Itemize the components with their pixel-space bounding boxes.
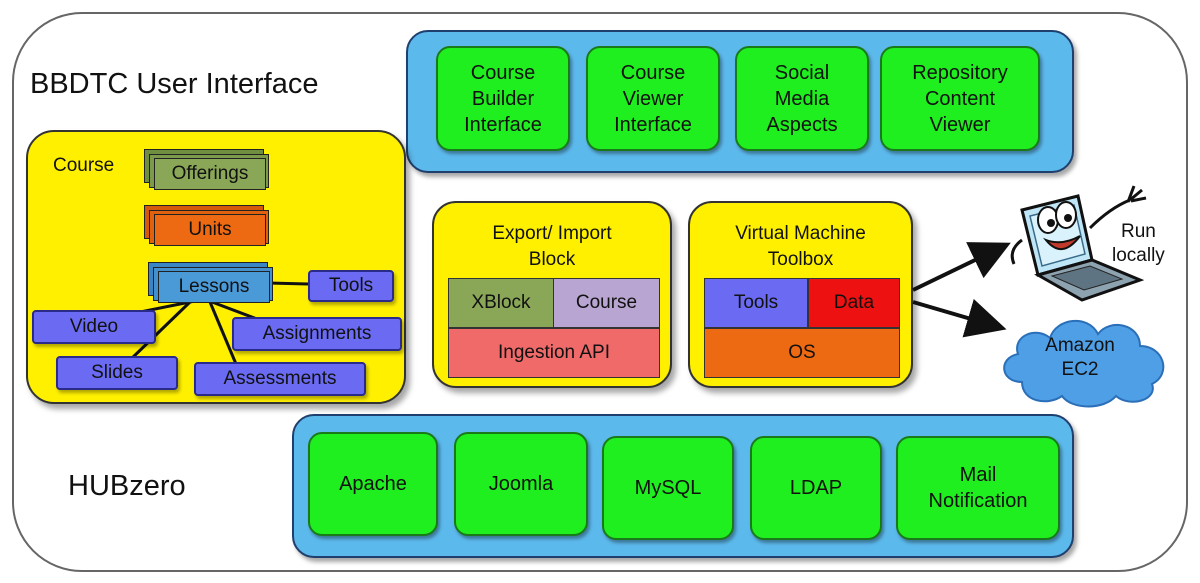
cloud-icon (1003, 319, 1165, 408)
offerings-box: Offerings (154, 158, 266, 190)
vm-toolbox-title: Virtual Machine Toolbox (735, 223, 866, 270)
course-cell: Course (553, 278, 660, 328)
laptop-mascot-icon (1010, 185, 1147, 302)
joomla-box: Joomla (454, 432, 588, 536)
user-interface-title: BBDTC User Interface (30, 68, 319, 100)
course-builder-interface-box: Course Builder Interface (436, 46, 570, 151)
ldap-box: LDAP (750, 436, 882, 540)
export-import-title: Export/ Import Block (492, 223, 612, 270)
tools-item: Tools (308, 270, 394, 302)
repository-content-viewer-box: Repository Content Viewer (880, 46, 1040, 151)
social-media-aspects-box: Social Media Aspects (735, 46, 869, 151)
run-locally-label: Run locally (1112, 221, 1165, 266)
mail-notification-box: Mail Notification (896, 436, 1060, 540)
ingestion-api-cell: Ingestion API (448, 328, 660, 378)
vm-tools-cell: Tools (704, 278, 808, 328)
vm-data-cell: Data (808, 278, 900, 328)
amazon-ec2-label: Amazon EC2 (1045, 335, 1115, 380)
xblock-cell: XBlock (448, 278, 554, 328)
apache-box: Apache (308, 432, 438, 536)
video-item: Video (32, 310, 156, 344)
assessments-item: Assessments (194, 362, 366, 396)
course-viewer-interface-box: Course Viewer Interface (586, 46, 720, 151)
units-box: Units (154, 214, 266, 246)
course-label: Course (53, 155, 115, 176)
vm-os-cell: OS (704, 328, 900, 378)
slides-item: Slides (56, 356, 178, 390)
hubzero-title: HUBzero (68, 470, 186, 502)
assignments-item: Assignments (232, 317, 402, 351)
mysql-box: MySQL (602, 436, 734, 540)
lessons-box: Lessons (158, 271, 270, 303)
